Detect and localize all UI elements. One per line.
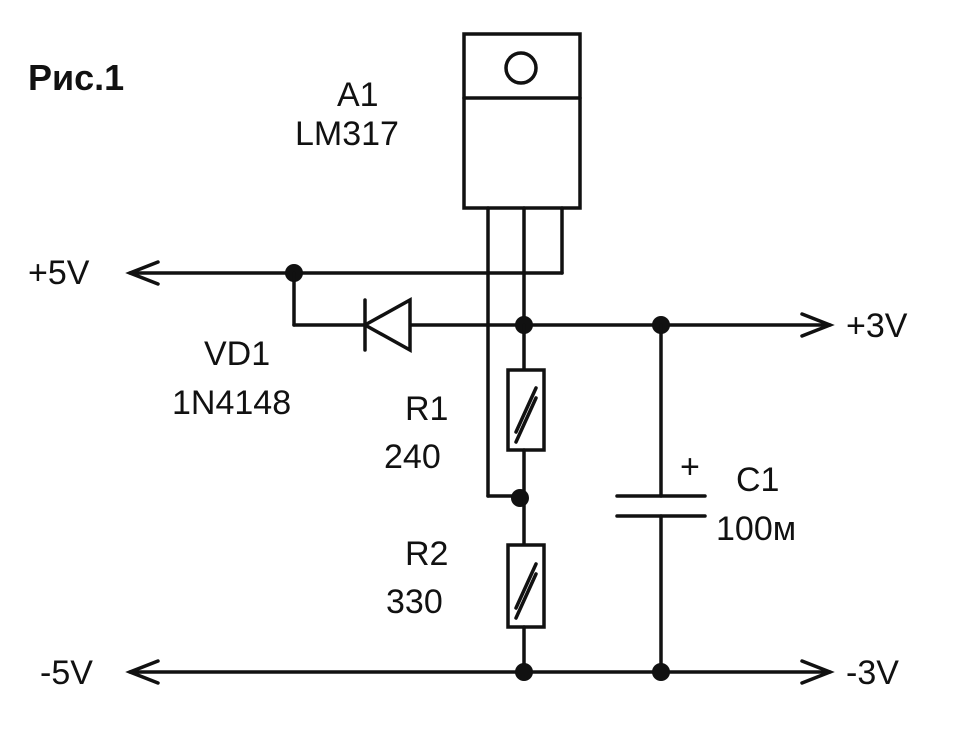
junction-dot: [515, 663, 533, 681]
net-label-plus3v: +3V: [846, 307, 908, 345]
resistor-r2: [506, 543, 546, 629]
regulator-ref: A1: [337, 76, 379, 114]
junction-dot: [652, 663, 670, 681]
diode-ref: VD1: [204, 335, 270, 373]
r1-ref: R1: [405, 390, 448, 428]
resistor-r2-mark: [514, 562, 538, 610]
arrow-left-icon: [125, 659, 160, 685]
resistor-r1: [506, 368, 546, 452]
capacitor-ref: C1: [736, 461, 779, 499]
r1-value: 240: [384, 438, 441, 476]
diode-triangle: [361, 297, 412, 353]
r2-value: 330: [386, 583, 443, 621]
mounting-hole-icon: [504, 51, 538, 85]
resistor-r2-body: [506, 543, 546, 629]
capacitor-c1: [615, 494, 707, 518]
resistor-r1-mark: [514, 386, 538, 434]
junction-dot: [511, 489, 529, 507]
resistor-r1-body: [506, 368, 546, 452]
capacitor-polarity: +: [680, 448, 700, 486]
arrow-right-icon: [800, 312, 835, 338]
diode-part: 1N4148: [172, 384, 291, 422]
regulator-a1: [462, 32, 582, 498]
arrow-left-icon: [125, 260, 160, 286]
capacitor-value: 100м: [716, 510, 796, 548]
resistor-r1-mark: [514, 396, 538, 444]
figure-label: Рис.1: [28, 57, 124, 98]
arrow-right-icon: [800, 659, 835, 685]
r2-ref: R2: [405, 535, 448, 573]
diode-icon: [361, 297, 412, 353]
net-label-minus3v: -3V: [846, 654, 899, 692]
resistor-r2-mark: [514, 572, 538, 620]
net-label-minus5v: -5V: [40, 654, 93, 692]
regulator-part: LM317: [295, 115, 399, 153]
net-label-plus5v: +5V: [28, 254, 90, 292]
